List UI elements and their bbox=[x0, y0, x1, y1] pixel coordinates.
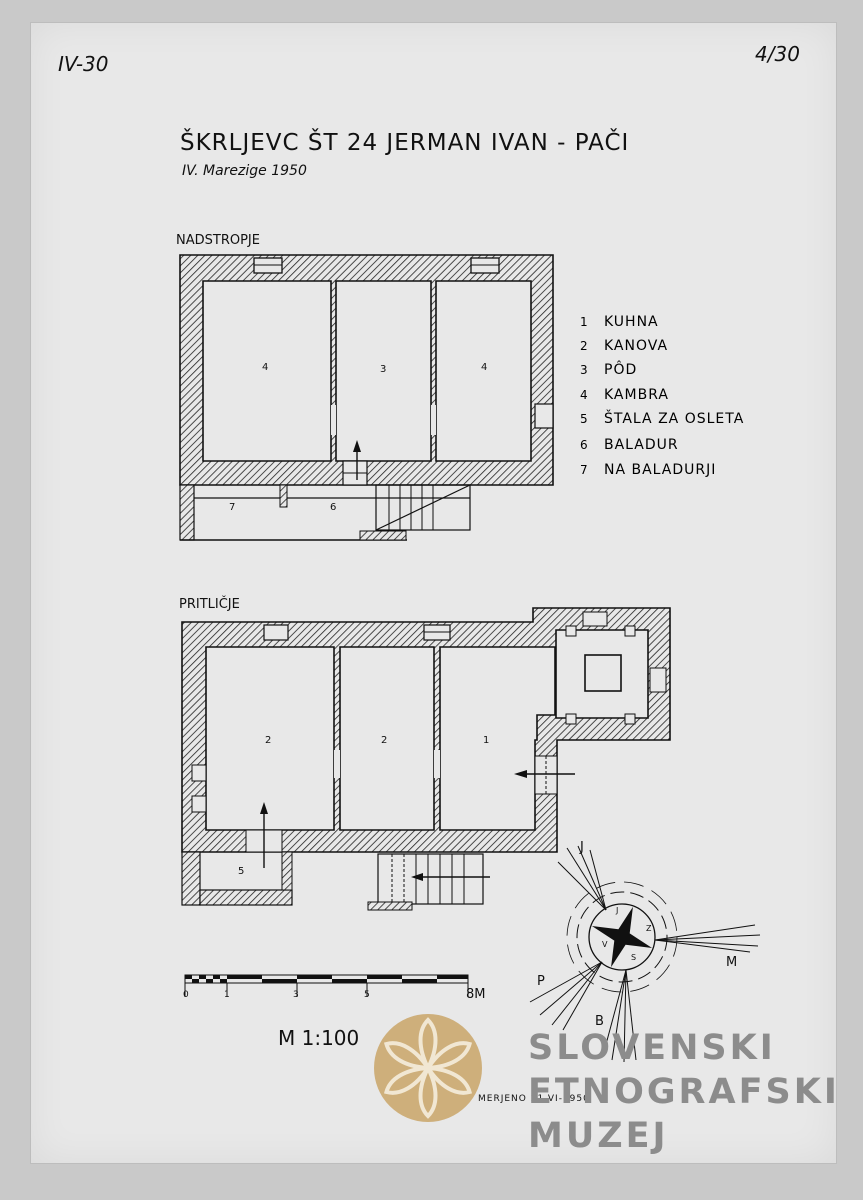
legend-label: NA BALADURJI bbox=[604, 462, 717, 478]
page-title: ŠKRLJEVC ŠT 24 JERMAN IVAN - PAČI bbox=[180, 130, 630, 156]
legend-number: 7 bbox=[580, 463, 589, 477]
upper-room-number: 3 bbox=[380, 364, 387, 375]
scale-tick-label: 0 bbox=[183, 990, 189, 1000]
legend-label: BALADUR bbox=[604, 437, 679, 453]
scale-tick-label: 1 bbox=[224, 990, 230, 1000]
compass-letter: B bbox=[595, 1014, 604, 1029]
scale-tick-label: 3 bbox=[293, 990, 299, 1000]
upper-room-number: 4 bbox=[262, 362, 269, 373]
compass-inner-letter: Z bbox=[646, 924, 652, 933]
page-subtitle: IV. Marezige 1950 bbox=[182, 163, 307, 179]
legend-label: ŠTALA ZA OSLETA bbox=[604, 411, 745, 427]
upper-room-number: 6 bbox=[330, 502, 337, 513]
compass-inner-letter: J bbox=[616, 906, 619, 915]
scale-ratio: M 1:100 bbox=[278, 1026, 360, 1050]
legend-item: 1 KUHNA bbox=[580, 314, 659, 330]
legend-number: 5 bbox=[580, 412, 589, 426]
ground-room-number: 2 bbox=[381, 735, 388, 746]
ground-floor-label: PRITLIČJE bbox=[179, 597, 240, 612]
ground-room-number: 2 bbox=[265, 735, 272, 746]
compass-letter: J bbox=[580, 840, 584, 855]
scale-tick-label: 5 bbox=[364, 990, 370, 1000]
scale-bar bbox=[184, 974, 469, 997]
museum-name-line: MUZEJ bbox=[528, 1116, 669, 1156]
museum-name-line: SLOVENSKI bbox=[528, 1028, 776, 1068]
legend-number: 6 bbox=[580, 438, 589, 452]
legend-label: KAMBRA bbox=[604, 387, 669, 403]
legend-item: 2 KANOVA bbox=[580, 338, 668, 354]
compass-letter: P bbox=[537, 974, 545, 989]
ground-room-number: 1 bbox=[483, 735, 490, 746]
upper-floor-label: NADSTROPJE bbox=[176, 233, 260, 248]
legend-number: 3 bbox=[580, 363, 589, 377]
legend-item: 4 KAMBRA bbox=[580, 387, 669, 403]
sheet-code-left: IV-30 bbox=[58, 52, 109, 76]
compass-rose bbox=[529, 845, 761, 1063]
measured-note: MERJENO 21-VI-1950 bbox=[478, 1094, 590, 1104]
legend-number: 4 bbox=[580, 388, 589, 402]
upper-room-number: 4 bbox=[481, 362, 488, 373]
legend-number: 1 bbox=[580, 315, 589, 329]
compass-inner-letter: S bbox=[631, 953, 637, 962]
legend-item: 6 BALADUR bbox=[580, 437, 679, 453]
legend-item: 7 NA BALADURJI bbox=[580, 462, 716, 478]
legend-number: 2 bbox=[580, 339, 589, 353]
museum-name: SLOVENSKI ETNOGRAFSKI MUZEJ bbox=[528, 1026, 840, 1158]
upper-room-number: 7 bbox=[229, 502, 236, 513]
ground-floor-plan bbox=[181, 607, 671, 911]
scale-tick-label: 8M bbox=[466, 987, 486, 1002]
compass-letter: M bbox=[726, 955, 738, 970]
legend-label: KANOVA bbox=[604, 338, 669, 354]
legend-item: 3 PÔD bbox=[580, 362, 637, 378]
legend-label: PÔD bbox=[604, 362, 638, 378]
sheet-code-right: 4/30 bbox=[755, 42, 800, 66]
ground-room-number: 5 bbox=[238, 866, 245, 877]
legend-label: KUHNA bbox=[604, 314, 659, 330]
legend-item: 5 ŠTALA ZA OSLETA bbox=[580, 411, 744, 427]
upper-floor-plan bbox=[179, 254, 554, 541]
compass-inner-letter: V bbox=[602, 940, 608, 949]
drawing-sheet bbox=[30, 22, 837, 1164]
museum-name-line: ETNOGRAFSKI bbox=[528, 1072, 840, 1112]
